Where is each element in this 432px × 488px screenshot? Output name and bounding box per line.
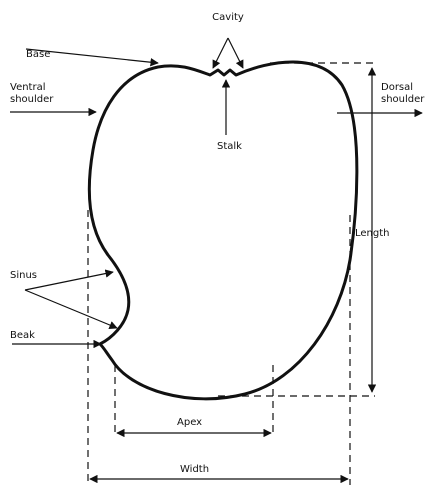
cavity-arrow-left (212, 37, 229, 69)
cavity-arrow-right (227, 37, 244, 69)
sinus-arrow-lower (24, 289, 118, 329)
arrows (10, 37, 423, 484)
cavity-label: Cavity (212, 12, 244, 23)
dorsal-shoulder-label-line1: Dorsal (381, 82, 413, 93)
fruit-outline (87, 60, 359, 401)
dashed-guides (87, 62, 375, 485)
apex-label: Apex (177, 417, 202, 428)
width-label: Width (180, 464, 209, 475)
base-arrow (25, 48, 159, 67)
ventral-shoulder-label-line1: Ventral (10, 82, 46, 93)
ventral-shoulder-label-line2: shoulder (10, 94, 54, 105)
length-label: Length (355, 228, 390, 239)
sinus-label: Sinus (10, 270, 37, 281)
sinus-arrow-upper (24, 269, 114, 291)
stalk-label: Stalk (217, 141, 242, 152)
base-label: Base (26, 49, 50, 60)
beak-label: Beak (10, 330, 35, 341)
dorsal-shoulder-label-line2: shoulder (381, 94, 425, 105)
